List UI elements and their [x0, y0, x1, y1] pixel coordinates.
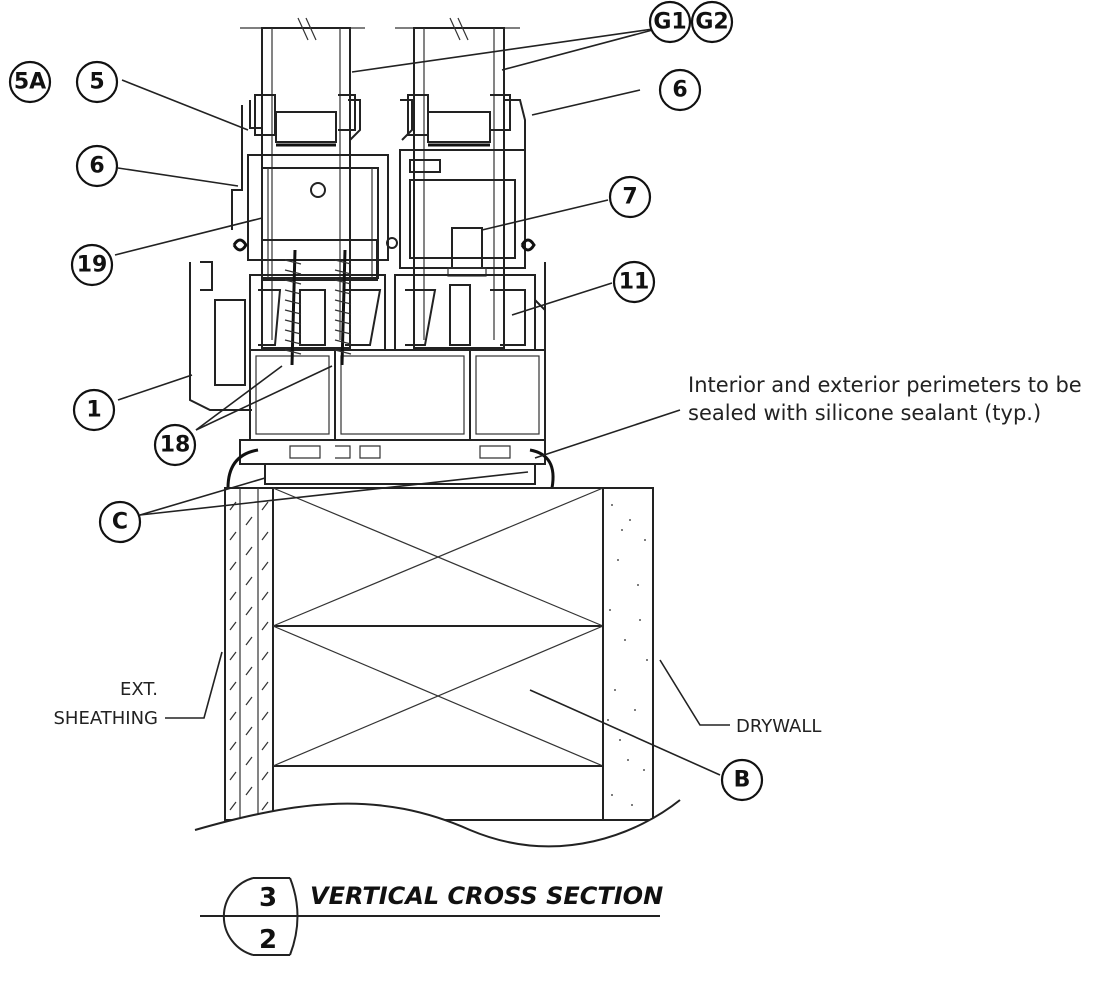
- callout-c: C: [98, 500, 142, 544]
- section-marker: 3 2 VERTICAL CROSS SECTION: [200, 877, 663, 956]
- window-frame-profile: [189, 94, 555, 489]
- callout-label: 7: [622, 185, 637, 210]
- callout-19: 19: [70, 243, 114, 287]
- callout-label: B: [734, 768, 751, 793]
- callout-18: 18: [153, 423, 197, 467]
- callout-label: 5A: [14, 70, 46, 95]
- callout-label: G2: [695, 10, 728, 35]
- section-number-bottom: 2: [259, 925, 277, 955]
- drywall-label: DRYWALL: [736, 716, 821, 737]
- callout-label: C: [112, 510, 128, 535]
- callout-11: 11: [612, 260, 656, 304]
- callout-label: 1: [86, 398, 101, 423]
- fastener-screws: [261, 239, 378, 366]
- callout-1: 1: [72, 388, 116, 432]
- callout-6-left: 6: [75, 144, 119, 188]
- leader-lines: [114, 27, 730, 776]
- section-number-top: 3: [259, 883, 277, 913]
- callout-label: 5: [89, 70, 104, 95]
- sheathing-label-line1: EXT.: [120, 679, 158, 700]
- wall-assembly: [190, 487, 681, 984]
- sealant-note-line2: sealed with silicone sealant (typ.): [688, 401, 1041, 425]
- sealant-note-line1: Interior and exterior perimeters to be: [688, 373, 1082, 397]
- callout-b: B: [720, 758, 764, 802]
- callout-5a: 5A: [8, 60, 52, 104]
- section-title: VERTICAL CROSS SECTION: [310, 882, 663, 910]
- callout-label: 19: [77, 253, 108, 278]
- callout-label: G1: [653, 10, 686, 35]
- callout-label: 18: [160, 433, 191, 458]
- callout-6-right: 6: [658, 68, 702, 112]
- callout-5: 5: [75, 60, 119, 104]
- callout-label: 6: [672, 78, 687, 103]
- callout-7: 7: [608, 175, 652, 219]
- callout-g1: G1: [648, 0, 692, 44]
- sheathing-label-line2: SHEATHING: [53, 708, 158, 729]
- callout-label: 11: [619, 270, 650, 295]
- callout-g2: G2: [690, 0, 734, 44]
- callout-label: 6: [89, 154, 104, 179]
